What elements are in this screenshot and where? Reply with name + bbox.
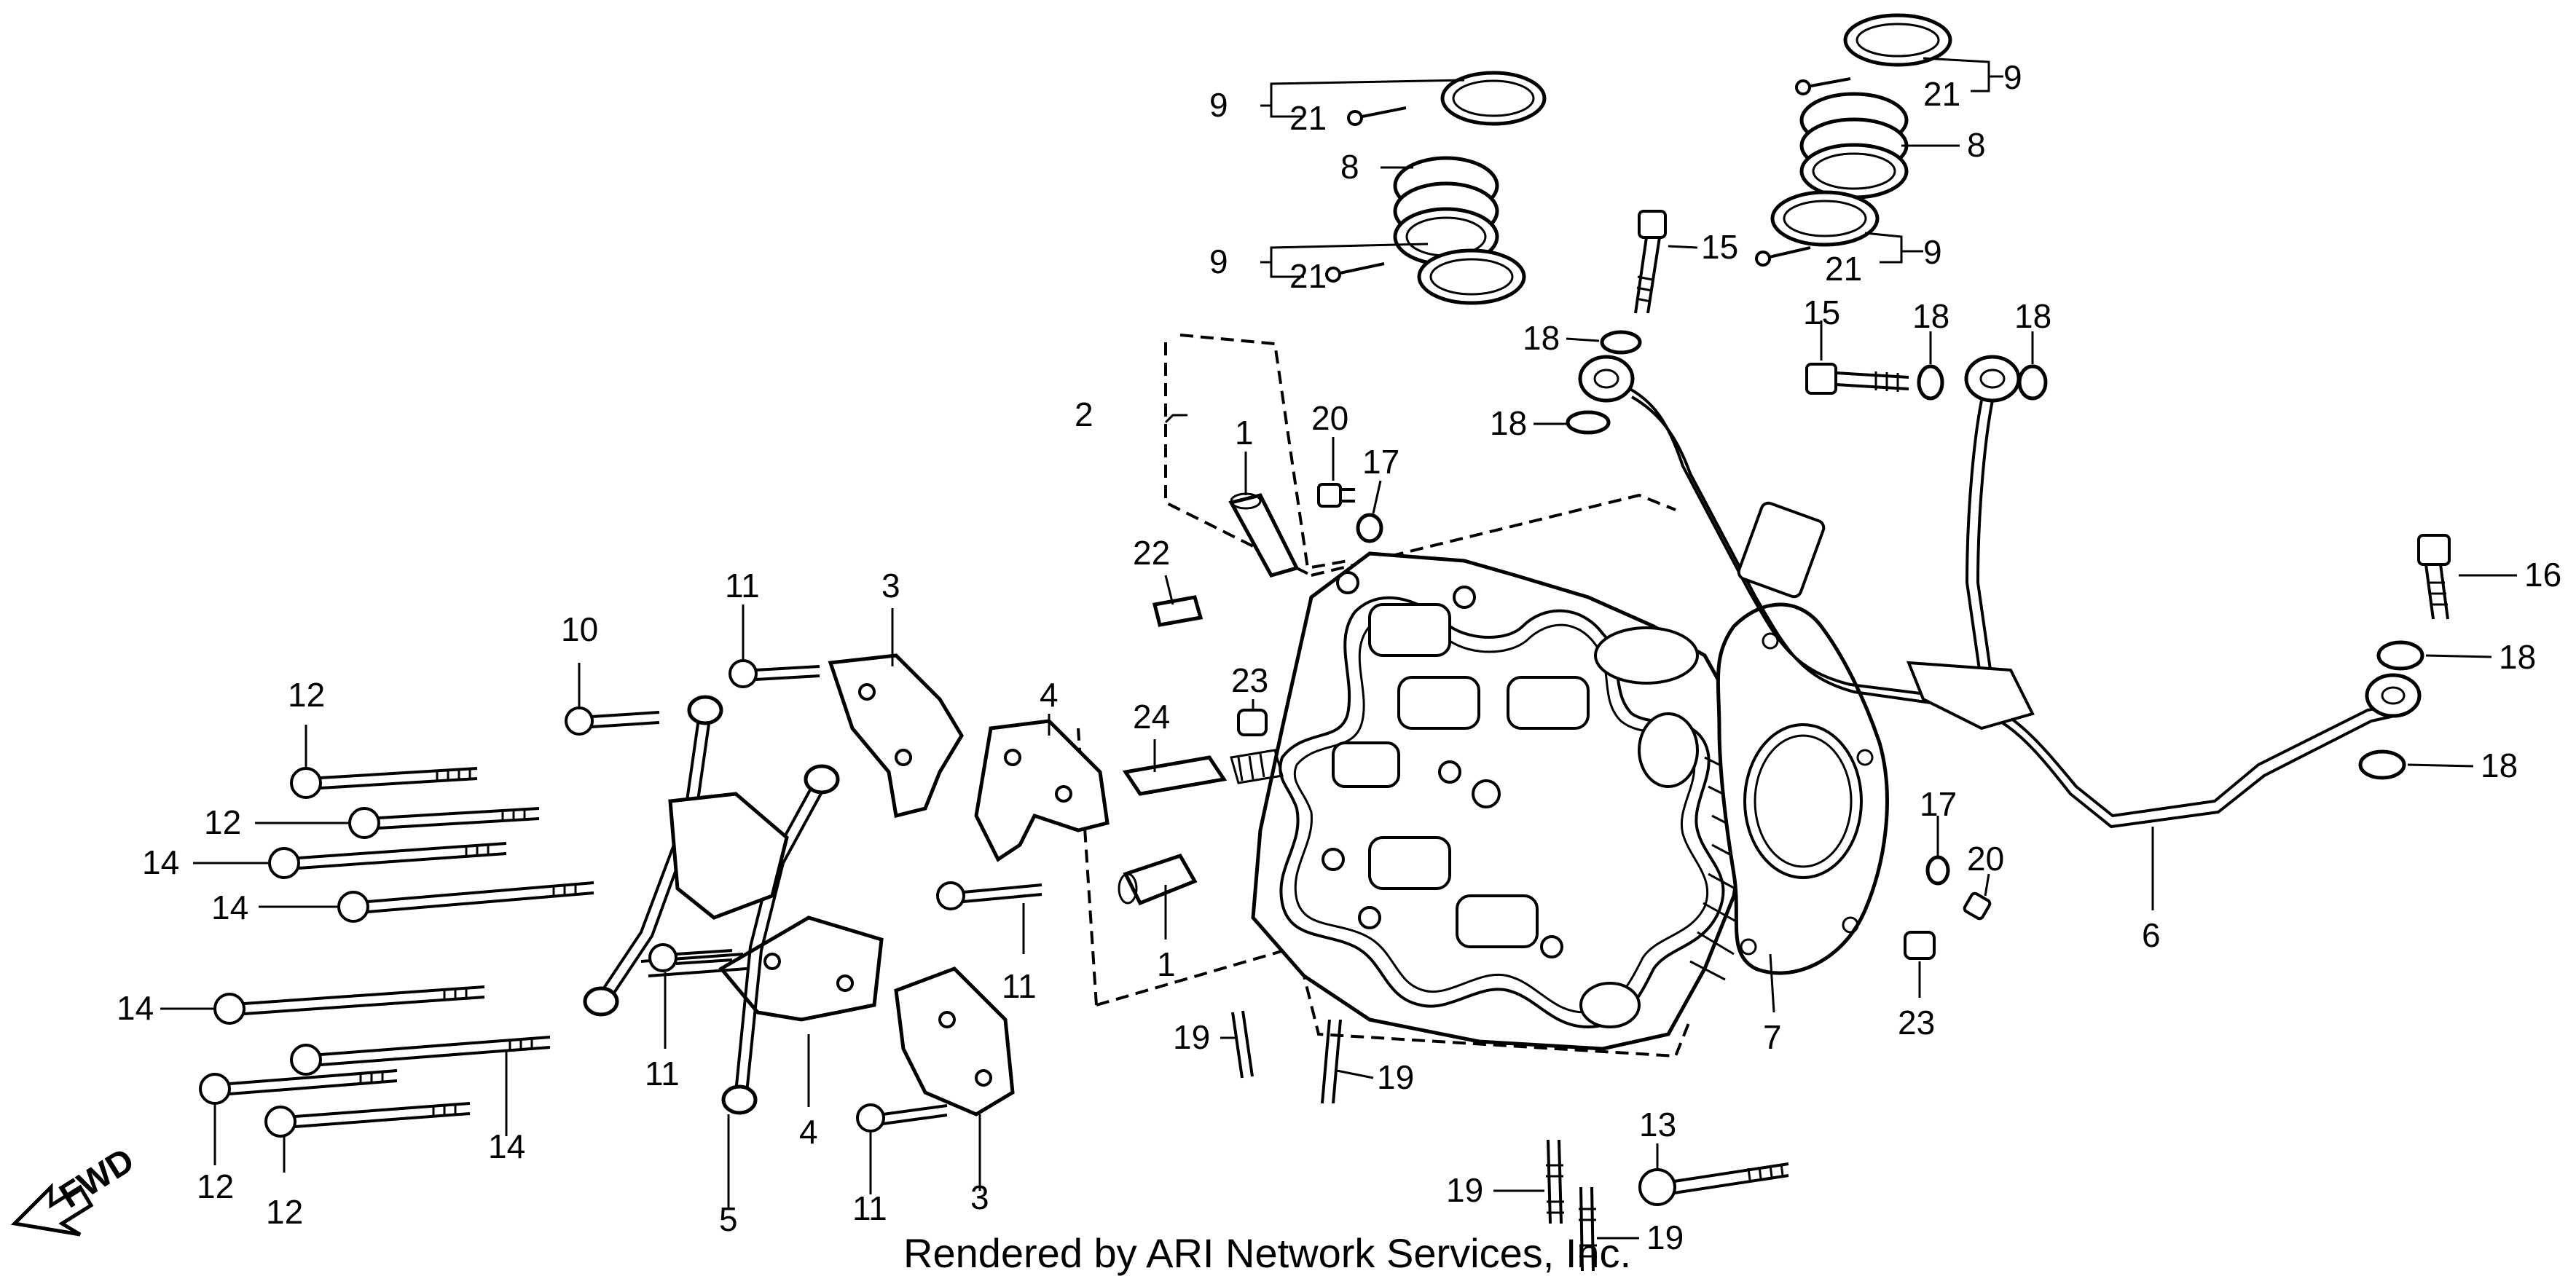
- callout-13: 13: [1639, 1106, 1676, 1143]
- oil-bolts: [1566, 210, 2451, 780]
- callout-23: 23: [1898, 1004, 1935, 1041]
- callout-9: 9: [1209, 86, 1228, 124]
- callout-9: 9: [1209, 243, 1228, 280]
- callout-21: 21: [1825, 250, 1862, 288]
- callout-19: 19: [1446, 1171, 1483, 1209]
- callout-19: 19: [1173, 1018, 1210, 1056]
- callout-9: 9: [2003, 58, 2022, 96]
- camshaft-holders: [718, 653, 1110, 1116]
- callout-9: 9: [1923, 233, 1942, 271]
- callout-18: 18: [1912, 297, 1949, 335]
- callout-24: 24: [1133, 698, 1170, 736]
- chain-tensioner-bracket: [583, 695, 840, 1115]
- callout-18: 18: [1523, 319, 1560, 357]
- callout-5: 5: [719, 1200, 738, 1238]
- callout-12: 12: [266, 1193, 303, 1231]
- callout-8: 8: [1340, 148, 1359, 186]
- callout-21: 21: [1923, 75, 1960, 113]
- callout-19: 19: [1377, 1058, 1414, 1096]
- callout-18: 18: [1490, 404, 1527, 442]
- callout-11: 11: [852, 1189, 887, 1227]
- cylinder-head: [1077, 334, 1755, 1058]
- callout-15: 15: [1701, 228, 1738, 266]
- callout-11: 11: [725, 567, 760, 604]
- callout-18: 18: [2481, 747, 2518, 784]
- fwd-label: FWD: [53, 1141, 141, 1216]
- callout-2: 2: [1075, 395, 1093, 433]
- callout-17: 17: [1362, 443, 1399, 481]
- callout-11: 11: [645, 1055, 680, 1092]
- callout-1: 1: [1235, 414, 1254, 452]
- callout-16: 16: [2524, 556, 2561, 594]
- small-parts: [1118, 483, 1992, 1272]
- leader-lines: [160, 57, 2517, 1240]
- intake-joint-left: [1393, 71, 1547, 305]
- callout-14: 14: [488, 1127, 525, 1165]
- callout-8: 8: [1967, 126, 1986, 164]
- callout-18: 18: [2499, 638, 2536, 676]
- callout-23: 23: [1231, 661, 1268, 699]
- fwd-arrow: FWD: [10, 1141, 141, 1237]
- callout-17: 17: [1920, 785, 1957, 823]
- callout-4: 4: [1040, 676, 1059, 714]
- callout-14: 14: [211, 889, 248, 926]
- callout-20: 20: [1311, 399, 1348, 437]
- callout-3: 3: [881, 567, 900, 604]
- callout-11: 11: [1002, 967, 1037, 1005]
- callout-21: 21: [1289, 257, 1327, 295]
- callout-labels: 9 21 8 9 21 9 21 8 9 21 15 15 18 18 18 1…: [117, 58, 2561, 1256]
- callout-19: 19: [1646, 1218, 1684, 1256]
- callout-22: 22: [1133, 534, 1170, 572]
- callout-10: 10: [561, 610, 598, 648]
- callout-3: 3: [970, 1178, 989, 1216]
- callout-4: 4: [799, 1113, 818, 1151]
- callout-21: 21: [1289, 99, 1327, 137]
- callout-12: 12: [204, 803, 241, 841]
- clamp-screws: [1325, 77, 1851, 283]
- intake-joint-right: [1770, 13, 1952, 247]
- head-bolts-left: [199, 659, 1042, 1138]
- callout-7: 7: [1763, 1018, 1782, 1056]
- head-gasket: [1716, 602, 1889, 975]
- callout-6: 6: [2142, 916, 2161, 954]
- callout-14: 14: [142, 843, 179, 881]
- callout-20: 20: [1967, 840, 2004, 878]
- callout-12: 12: [288, 676, 325, 714]
- callout-14: 14: [117, 989, 154, 1027]
- callout-15: 15: [1803, 294, 1840, 331]
- oil-pipe: [1578, 355, 2422, 829]
- callout-12: 12: [197, 1167, 234, 1205]
- credit-text: Rendered by ARI Network Services, Inc.: [903, 1230, 1631, 1276]
- callout-1: 1: [1157, 945, 1176, 983]
- callout-18: 18: [2014, 297, 2051, 335]
